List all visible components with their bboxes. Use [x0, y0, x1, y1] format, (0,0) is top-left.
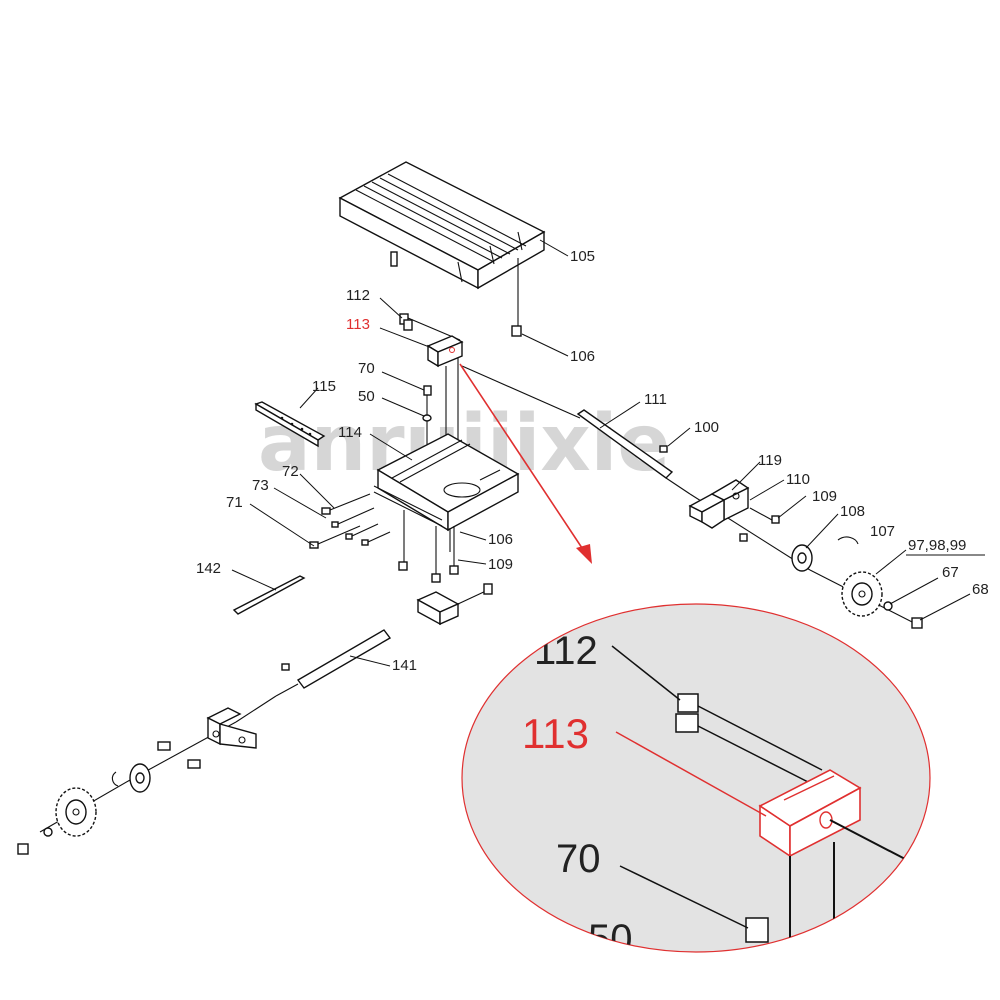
label-70: 70	[358, 360, 375, 377]
zoom-screw-70	[619, 865, 769, 943]
label-105: 105	[570, 248, 595, 265]
label-67: 67	[942, 564, 959, 581]
part-strip-142	[232, 575, 306, 615]
label-111: 111	[644, 391, 667, 408]
zoom-label-113: 113	[522, 710, 589, 757]
label-106-top: 106	[570, 348, 595, 365]
label-72: 72	[282, 463, 299, 480]
label-97-98-99: 97,98,99	[908, 537, 966, 554]
part-screws-109-110	[739, 507, 780, 542]
label-141: 141	[392, 657, 417, 674]
part-nut-block	[416, 583, 493, 626]
zoom-arrow	[459, 363, 592, 564]
callout-labels: 105 112 113 106 70 115 50 111 100 114 72…	[196, 248, 989, 674]
zoom-detail-view: 112 113 70 50	[461, 603, 931, 961]
part-bracket-lower	[157, 707, 257, 769]
label-71: 71	[226, 494, 243, 511]
part-gib-115	[254, 401, 326, 448]
label-109-bottom: 109	[488, 556, 513, 573]
part-screws-71-72-73	[309, 493, 391, 549]
part-handwheel-97-98-99	[841, 571, 923, 629]
zoom-label-70: 70	[556, 837, 601, 881]
label-109-right: 109	[812, 488, 837, 505]
label-110: 110	[786, 471, 810, 488]
label-113: 113	[346, 316, 370, 333]
label-73: 73	[252, 477, 269, 494]
label-100: 100	[694, 419, 719, 436]
label-142: 142	[196, 560, 221, 577]
part-washer-50	[422, 414, 432, 422]
label-112: 112	[346, 287, 370, 304]
part-saddle-114	[373, 433, 520, 583]
label-107: 107	[870, 523, 895, 540]
label-68: 68	[972, 581, 989, 598]
label-114: 114	[338, 424, 362, 441]
part-screw-100	[659, 445, 668, 453]
label-50: 50	[358, 388, 375, 405]
part-dial-lower	[111, 763, 151, 793]
label-106-bottom: 106	[488, 531, 513, 548]
label-108: 108	[840, 503, 865, 520]
part-dial-108	[791, 536, 859, 572]
zoom-block-113	[758, 769, 930, 952]
part-handwheel-lower	[17, 787, 97, 855]
label-119: 119	[758, 452, 782, 469]
zoom-label-112: 112	[534, 629, 598, 673]
part-bracket-119	[688, 479, 750, 529]
leader-lines	[231, 239, 971, 667]
part-table-105	[338, 161, 546, 337]
zoom-screw-112	[675, 693, 823, 785]
label-115: 115	[312, 378, 336, 395]
zoom-label-50: 50	[588, 917, 633, 961]
